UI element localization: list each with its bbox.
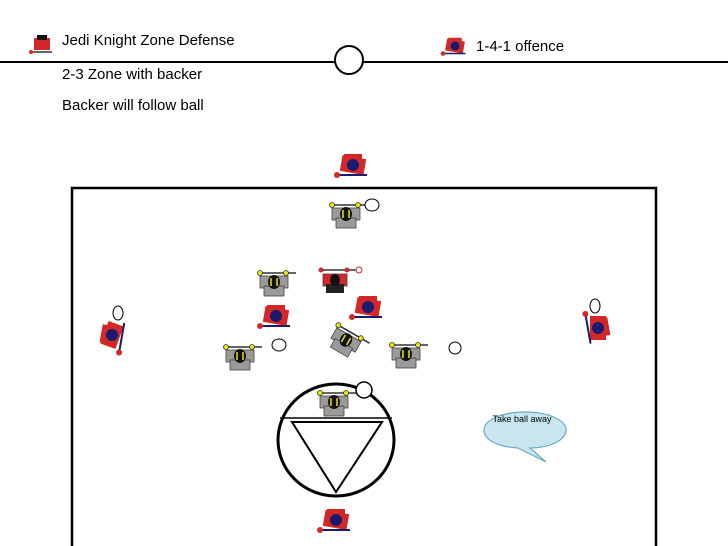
goalie (316, 389, 357, 417)
defense-player-left-high (256, 269, 297, 297)
defense-player-left-low (222, 343, 263, 371)
offense-player-icon (440, 37, 467, 57)
offense-player-left-wing (256, 304, 291, 330)
stick-head (355, 381, 373, 399)
stick-head (271, 338, 287, 352)
backer-note: Backer will follow ball (62, 97, 204, 114)
defense-player-top (328, 201, 369, 229)
field-boundary (70, 186, 658, 546)
offense-player-left-side (96, 318, 129, 357)
goal-triangle (290, 421, 384, 494)
stick-head (448, 341, 462, 355)
stick-head (589, 298, 601, 314)
offense-player-ball-carrier (348, 295, 383, 321)
defense-player-backer (318, 266, 363, 293)
stick-head (364, 198, 380, 212)
zone-description: 2-3 Zone with backer (62, 66, 203, 83)
offense-player-crease (316, 508, 351, 534)
offense-player-top (333, 153, 368, 179)
callout-bubble (483, 411, 567, 463)
callout-text: Take ball away (492, 414, 552, 424)
crease-circle (276, 382, 396, 498)
defense-player-on-ball (323, 321, 372, 364)
diagram-title: Jedi Knight Zone Defense (62, 32, 235, 49)
offense-label: 1-4-1 offence (476, 38, 565, 55)
faceoff-circle (334, 45, 364, 75)
stick-head (112, 305, 124, 321)
red-helmet-player-icon (29, 35, 52, 54)
defense-player-right-low (388, 341, 429, 369)
